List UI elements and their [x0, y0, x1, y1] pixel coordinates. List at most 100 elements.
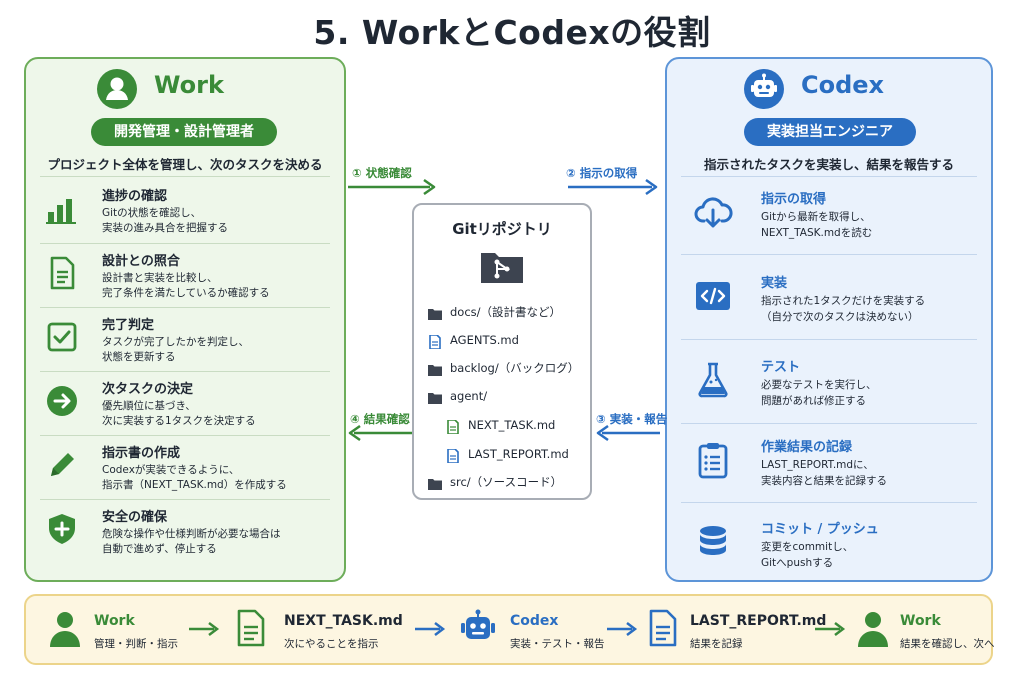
divider [40, 243, 330, 244]
divider [681, 254, 977, 255]
arrow-right-blue-icon [415, 622, 446, 636]
work-item-heading: 安全の確保 [102, 510, 168, 525]
divider [681, 176, 977, 177]
work-item-heading: 設計との照合 [102, 254, 180, 269]
codex-role-badge: 実装担当エンジニア [744, 118, 916, 146]
divider [40, 435, 330, 436]
flow-label-implement-report: ③ 実装・報告 [596, 412, 668, 426]
divider [681, 502, 977, 503]
repo-entry-agents: AGENTS.md [428, 331, 519, 350]
strip-step-name: Codex [510, 613, 559, 629]
arrow-right-blue-icon [607, 622, 638, 636]
divider [681, 423, 977, 424]
page-title: 5. WorkとCodexの役割 [313, 13, 711, 52]
divider [40, 307, 330, 308]
work-item-heading: 進捗の確認 [102, 189, 168, 204]
work-panel: Work 開発管理・設計管理者 プロジェクト全体を管理し、次のタスクを決める 進… [24, 57, 346, 582]
work-item-progress: 進捗の確認 Gitの状態を確認し、実装の進み具合を把握する [40, 180, 334, 242]
arrow-right-green-icon [348, 178, 436, 196]
work-item-desc: 設計書と実装を比較し、完了条件を満たしているか確認する [102, 272, 270, 299]
flow-label-get-instruction: ② 指示の取得 [566, 166, 638, 180]
work-item-completion: 完了判定 タスクが完了したかを判定し、状態を更新する [40, 309, 334, 371]
codex-item-desc: Gitから最新を取得し、NEXT_TASK.mdを読む [761, 211, 873, 239]
repo-title: Gitリポジトリ [452, 220, 552, 238]
workflow-strip: Work 管理・判断・指示 NEXT_TASK.md 次にやることを指示 Cod… [24, 594, 995, 665]
codex-item-record: 作業結果の記録 LAST_REPORT.mdに、実装内容と結果を記録する [681, 428, 981, 508]
repo-entry-src: src/（ソースコード） [428, 473, 562, 491]
codex-item-desc: LAST_REPORT.mdに、実装内容と結果を記録する [761, 459, 887, 487]
work-item-design-check: 設計との照合 設計書と実装を比較し、完了条件を満たしているか確認する [40, 245, 334, 307]
work-item-desc: 危険な操作や仕様判断が必要な場合は自動で進めず、停止する [102, 528, 281, 555]
flow-label-result-check: ④ 結果確認 [350, 412, 410, 426]
clipboard-list-icon [693, 440, 733, 480]
document-icon [44, 255, 80, 291]
codex-name: Codex [801, 71, 885, 99]
pencil-icon [44, 447, 80, 483]
work-item-heading: 指示書の作成 [102, 446, 181, 461]
folder-icon [428, 307, 442, 320]
folder-icon [428, 477, 442, 490]
git-repository: Gitリポジトリ docs/（設計書など） AGENTS.md backlog/… [412, 203, 592, 500]
work-item-safety: 安全の確保 危険な操作や仕様判断が必要な場合は自動で進めず、停止する [40, 501, 334, 563]
robot-icon [458, 608, 498, 652]
work-tagline: プロジェクト全体を管理し、次のタスクを決める [47, 157, 323, 172]
strip-step-desc: 管理・判断・指示 [94, 638, 178, 650]
file-icon [428, 333, 442, 350]
repo-entry-agent: agent/ [428, 387, 487, 405]
codex-panel: Codex 実装担当エンジニア 指示されたタスクを実装し、結果を報告する 指示の… [665, 57, 993, 582]
code-icon [693, 276, 733, 316]
folder-icon [428, 363, 442, 376]
divider [681, 339, 977, 340]
bar-chart-icon [44, 190, 80, 226]
file-green-icon [446, 418, 460, 435]
codex-item-desc: 必要なテストを実行し、問題があれば修正する [761, 379, 877, 407]
work-item-desc: Codexが実装できるように、指示書（NEXT_TASK.md）を作成する [102, 464, 287, 491]
shield-plus-icon [44, 511, 80, 547]
person-icon [856, 610, 890, 652]
person-icon [97, 69, 137, 109]
repo-entry-next-task: NEXT_TASK.md [446, 416, 555, 435]
work-item-instructions: 指示書の作成 Codexが実装できるように、指示書（NEXT_TASK.md）を… [40, 437, 334, 499]
document-icon [236, 609, 266, 651]
work-item-desc: Gitの状態を確認し、実装の進み具合を把握する [102, 207, 228, 234]
codex-item-heading: 作業結果の記録 [761, 440, 853, 455]
codex-item-fetch: 指示の取得 Gitから最新を取得し、NEXT_TASK.mdを読む [681, 180, 981, 260]
work-item-heading: 完了判定 [102, 318, 155, 333]
strip-step-desc: 結果を記録 [690, 638, 743, 650]
arrow-left-blue-icon [596, 424, 660, 442]
codex-item-implement: 実装 指示された1タスクだけを実装する（自分で次のタスクは決めない） [681, 264, 981, 344]
document-icon [648, 609, 678, 651]
codex-item-heading: テスト [761, 360, 801, 375]
repo-entry-last-report: LAST_REPORT.md [446, 445, 569, 464]
strip-step-name: LAST_REPORT.md [690, 613, 827, 629]
file-icon [446, 447, 460, 464]
work-item-next-task: 次タスクの決定 優先順位に基づき、次に実装する1タスクを決定する [40, 373, 334, 435]
arrow-circle-icon [44, 383, 80, 419]
codex-item-desc: 変更をcommitし、Gitへpushする [761, 541, 854, 569]
codex-item-test: テスト 必要なテストを実行し、問題があれば修正する [681, 348, 981, 428]
folder-icon [428, 391, 442, 404]
divider [40, 499, 330, 500]
codex-item-heading: 指示の取得 [761, 192, 827, 207]
database-icon [693, 522, 733, 562]
strip-step-name: Work [900, 613, 941, 629]
flask-icon [693, 360, 733, 400]
robot-icon [744, 69, 784, 109]
strip-step-desc: 次にやることを指示 [284, 638, 379, 650]
codex-tagline: 指示されたタスクを実装し、結果を報告する [703, 157, 954, 172]
strip-step-desc: 実装・テスト・報告 [510, 638, 605, 650]
flow-label-state-check: ① 状態確認 [352, 166, 412, 180]
codex-item-commit: コミット / プッシュ 変更をcommitし、Gitへpushする [681, 510, 981, 590]
strip-step-name: NEXT_TASK.md [284, 613, 403, 629]
cloud-download-icon [693, 192, 733, 232]
work-item-desc: タスクが完了したかを判定し、状態を更新する [102, 336, 249, 363]
codex-item-desc: 指示された1タスクだけを実装する（自分で次のタスクは決めない） [761, 295, 926, 323]
arrow-right-green-icon [189, 622, 220, 636]
divider [40, 176, 330, 177]
work-item-desc: 優先順位に基づき、次に実装する1タスクを決定する [102, 400, 256, 427]
strip-step-desc: 結果を確認し、次へ [900, 638, 995, 650]
arrow-right-blue-icon [568, 178, 658, 196]
git-folder-icon [479, 247, 525, 289]
work-item-heading: 次タスクの決定 [102, 382, 194, 397]
work-role-badge: 開発管理・設計管理者 [91, 118, 277, 146]
